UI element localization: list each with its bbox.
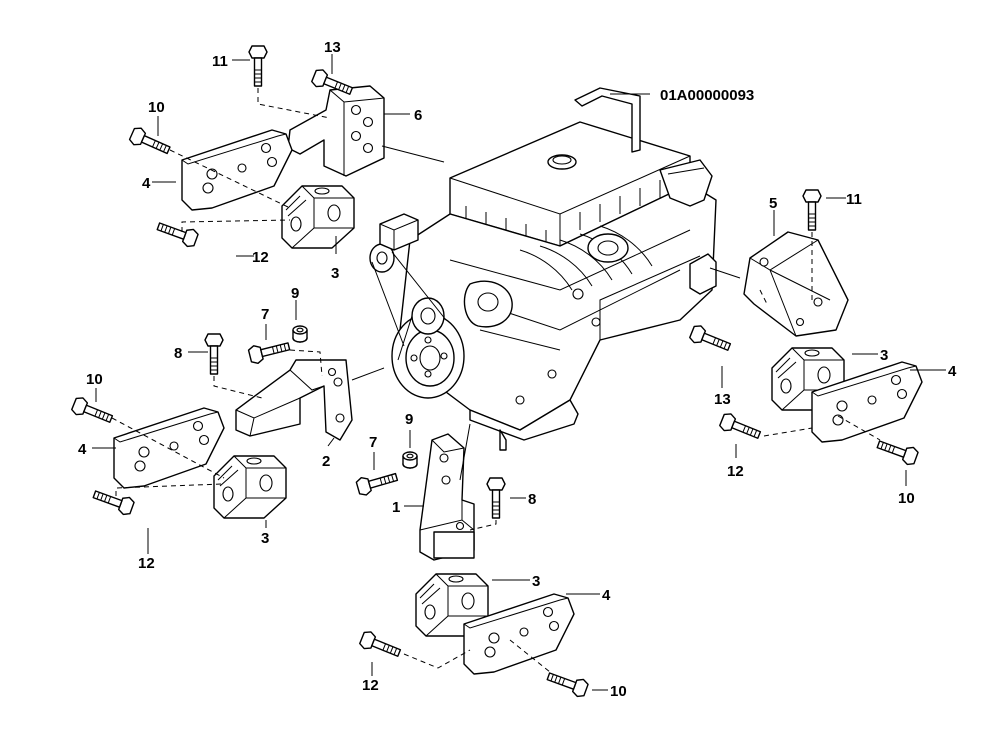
callout-11: 11 xyxy=(846,191,862,208)
callout-10: 10 xyxy=(86,371,103,388)
callout-labels: 01A00000093 11 13 6 10 4 12 3 5 11 3 4 1… xyxy=(78,39,957,700)
right-mount-group xyxy=(687,189,923,468)
callout-4: 4 xyxy=(78,441,87,458)
callout-12: 12 xyxy=(362,677,379,694)
callout-13: 13 xyxy=(324,39,341,56)
callout-3: 3 xyxy=(880,347,888,364)
callout-6: 6 xyxy=(414,107,422,124)
callout-5: 5 xyxy=(769,195,777,212)
callout-8: 8 xyxy=(528,491,536,508)
callout-13: 13 xyxy=(714,391,731,408)
callout-3: 3 xyxy=(261,530,269,547)
callout-4: 4 xyxy=(602,587,611,604)
engine-illustration xyxy=(369,87,717,451)
callout-9: 9 xyxy=(291,285,299,302)
callout-11: 11 xyxy=(212,53,228,70)
callout-4: 4 xyxy=(948,363,957,380)
callout-9: 9 xyxy=(405,411,413,428)
callout-4: 4 xyxy=(142,175,151,192)
callout-10: 10 xyxy=(610,683,627,700)
callout-8: 8 xyxy=(174,345,182,362)
callout-3: 3 xyxy=(532,573,540,590)
drawing-code: 01A00000093 xyxy=(660,87,754,104)
callout-7: 7 xyxy=(261,306,269,323)
callout-12: 12 xyxy=(138,555,155,572)
callout-12: 12 xyxy=(727,463,744,480)
callout-leaders xyxy=(92,54,946,691)
center-lower-mount-group xyxy=(354,423,590,700)
callout-10: 10 xyxy=(148,99,165,116)
callout-1: 1 xyxy=(392,499,400,516)
callout-3: 3 xyxy=(331,265,339,282)
callout-2: 2 xyxy=(322,453,330,470)
callout-10: 10 xyxy=(898,490,915,507)
middle-left-mount-group xyxy=(69,325,385,519)
callout-7: 7 xyxy=(369,434,377,451)
callout-12: 12 xyxy=(252,249,269,266)
upper-left-mount-group xyxy=(127,45,445,250)
